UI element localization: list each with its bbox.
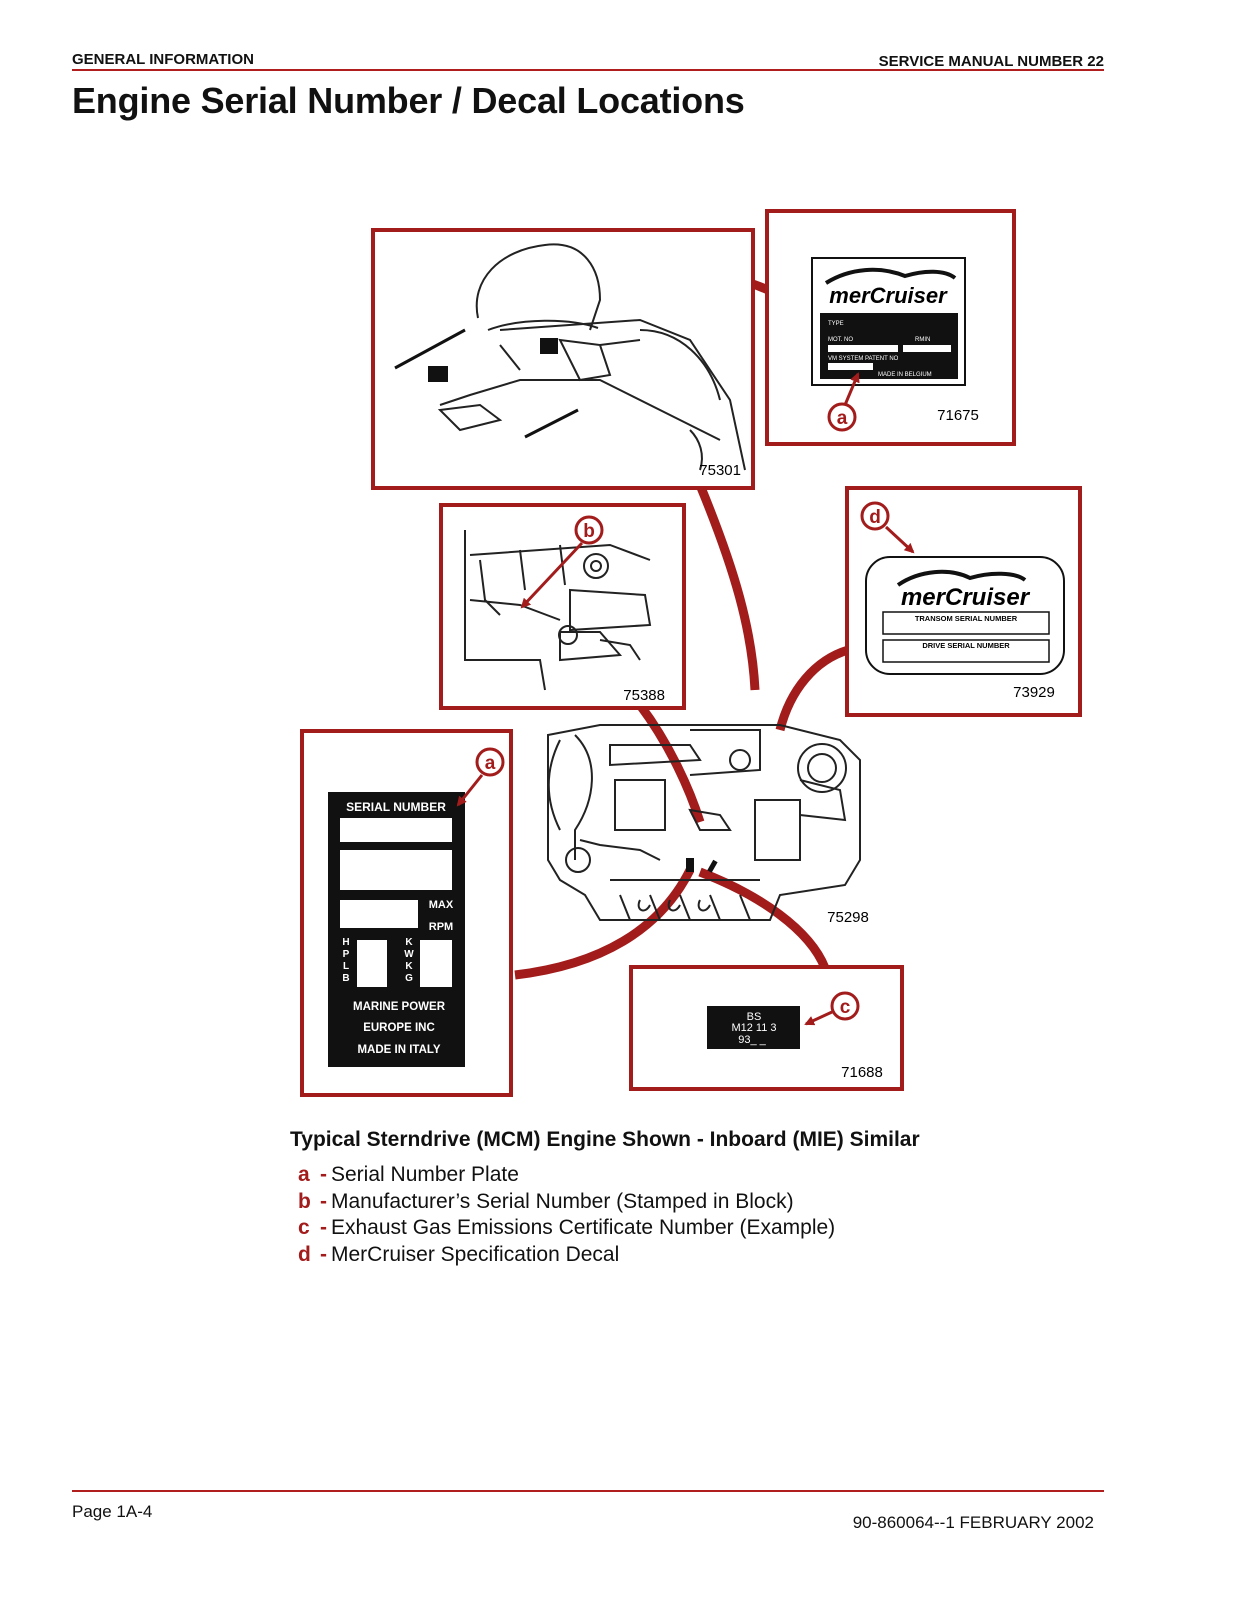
figure-plate-top: merCruiser TYPE MOT. NO RMIN VM SYSTEM P… <box>765 209 1016 446</box>
header-rule <box>72 69 1104 71</box>
serial-plate-right-letter-4: G <box>405 973 413 984</box>
serial-plate-right-letter-2: W <box>404 949 414 960</box>
callout-a-bottom <box>475 747 505 777</box>
serial-plate-maker-1: MARINE POWER <box>353 1001 446 1013</box>
page-number: Page 1A-4 <box>72 1502 153 1521</box>
spec-decal-brand: merCruiser <box>901 584 1031 611</box>
legend-text: Serial Number Plate <box>331 1163 519 1187</box>
serial-plate-maker-2: EUROPE INC <box>363 1022 435 1034</box>
page-title: Engine Serial Number / Decal Locations <box>72 80 745 121</box>
wave-logo-icon <box>824 267 957 285</box>
legend-list: a- Serial Number Plate b- Manufacturer’s… <box>298 1162 835 1268</box>
serial-plate-left-letter-1: H <box>342 937 349 948</box>
legend-item: a- Serial Number Plate <box>298 1163 519 1187</box>
callout-a-top-label: a <box>837 408 848 429</box>
serial-plate-right-letter-3: K <box>405 961 413 972</box>
plate-top-line-3: RMIN <box>915 337 930 343</box>
emission-line-1: BS <box>747 1011 762 1023</box>
emission-line-2: M12 11 3 <box>731 1022 776 1034</box>
figure-number-71675: 71675 <box>937 407 979 424</box>
header-section: GENERAL INFORMATION <box>72 51 254 68</box>
serial-plate-right-letter-1: K <box>405 937 413 948</box>
legend-key: d <box>298 1242 311 1266</box>
legend-item: d- MerCruiser Specification Decal <box>298 1242 620 1266</box>
figure-number-75298: 75298 <box>827 909 869 926</box>
plate-top-brand: merCruiser <box>829 283 948 308</box>
legend-text: Manufacturer’s Serial Number (Stamped in… <box>331 1189 794 1213</box>
serial-plate-left-letter-2: P <box>343 949 350 960</box>
serial-plate-maker-3: MADE IN ITALY <box>357 1044 440 1056</box>
serial-plate-left-letter-4: B <box>342 973 349 984</box>
serial-plate-left-letter-3: L <box>343 961 349 972</box>
legend-key: a <box>298 1163 310 1187</box>
legend-text: MerCruiser Specification Decal <box>331 1242 620 1266</box>
spec-decal-field-2: DRIVE SERIAL NUMBER <box>922 641 1010 650</box>
document-number: 90-860064--1 FEBRUARY 2002 <box>852 1513 1094 1532</box>
callout-c <box>830 991 860 1021</box>
serial-plate-heading: SERIAL NUMBER <box>346 800 446 814</box>
figure-top-engine: 75301 <box>371 228 755 490</box>
legend-key: b <box>298 1189 311 1213</box>
plate-top-line-5: MADE IN BELGIUM <box>878 372 932 378</box>
callout-a-top <box>827 402 857 432</box>
serial-plate-max: MAX <box>429 899 454 911</box>
wave-logo-icon-2 <box>896 569 1027 587</box>
figure-serial-plate: SERIAL NUMBER MAX RPM H P L B K W K G MA… <box>300 729 513 1097</box>
figure-spec-decal: merCruiser TRANSOM SERIAL NUMBER DRIVE S… <box>845 486 1082 717</box>
footer-rule <box>72 1490 1104 1492</box>
figure-number-75388: 75388 <box>623 687 665 704</box>
plate-top-line-2: MOT. NO <box>828 337 853 343</box>
figure-emission: BS M12 11 3 93_ _ c 71688 <box>629 965 904 1091</box>
callout-b-label: b <box>583 521 595 542</box>
callout-a-bottom-label: a <box>485 753 496 774</box>
callout-d-label: d <box>869 507 881 528</box>
serial-plate-rpm: RPM <box>429 921 453 933</box>
emission-line-3: 93_ _ <box>738 1034 766 1046</box>
callout-b <box>574 515 604 545</box>
figure-main-engine: 75298 <box>547 724 869 926</box>
plate-top-line-4: VM SYSTEM PATENT NO <box>828 356 899 362</box>
spec-decal-field-1: TRANSOM SERIAL NUMBER <box>915 614 1018 623</box>
legend-text: Exhaust Gas Emissions Certificate Number… <box>331 1216 836 1240</box>
legend-item: b- Manufacturer’s Serial Number (Stamped… <box>298 1189 794 1213</box>
legend-item: c- Exhaust Gas Emissions Certificate Num… <box>298 1216 836 1240</box>
figure-block-stamp: b 75388 <box>439 503 686 710</box>
legend-key: c <box>298 1216 310 1240</box>
figure-number-75301: 75301 <box>699 462 741 479</box>
figure-caption: Typical Sterndrive (MCM) Engine Shown - … <box>290 1128 920 1151</box>
plate-top-line-1: TYPE <box>828 321 844 327</box>
callout-d <box>860 501 890 531</box>
figure-number-71688: 71688 <box>841 1064 883 1081</box>
header-manual-number: SERVICE MANUAL NUMBER 22 <box>878 53 1104 70</box>
figure-number-73929: 73929 <box>1013 684 1055 701</box>
callout-c-label: c <box>840 997 851 1018</box>
